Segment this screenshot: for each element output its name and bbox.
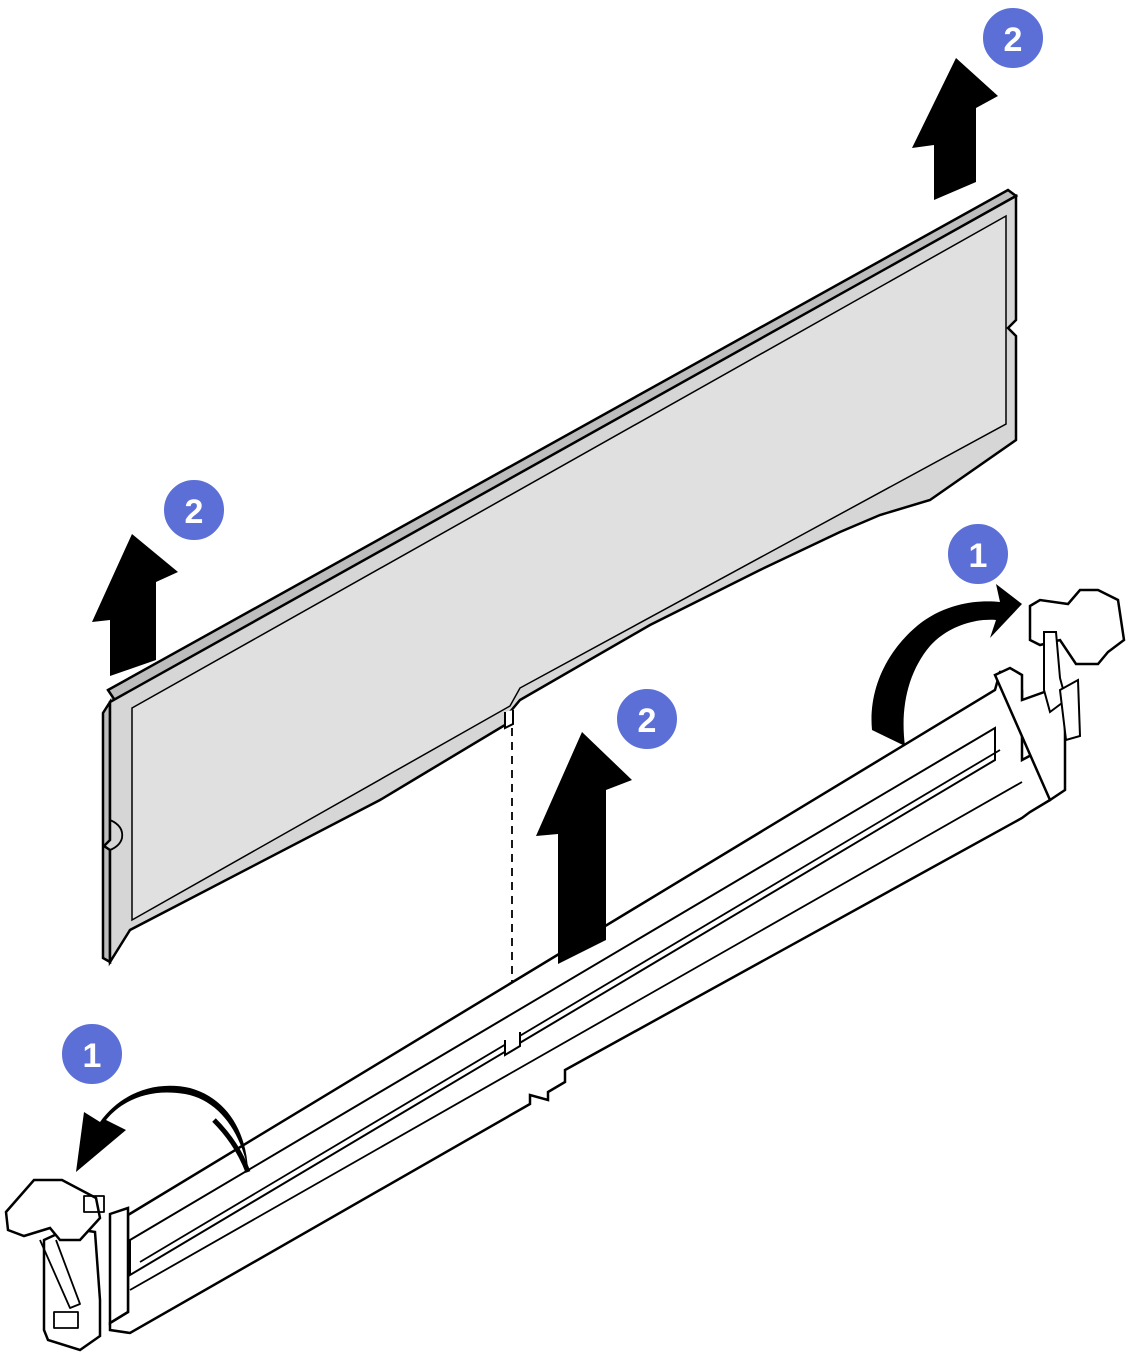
right-curved-arrow-icon [871, 584, 1022, 746]
slot-key [504, 1032, 521, 1057]
module-left-notch [109, 819, 124, 851]
slot-left-post [108, 1206, 130, 1326]
up-arrow-icon-center [536, 732, 632, 964]
left-curved-arrow-icon [76, 1085, 251, 1173]
svg-text:2: 2 [638, 702, 657, 740]
callout-step-1-right: 1 [946, 522, 1010, 586]
right-retaining-clip[interactable] [1028, 588, 1126, 742]
slot-groove-inner [139, 749, 1001, 1263]
svg-text:2: 2 [1004, 21, 1023, 59]
left-clip-body [42, 1226, 102, 1352]
up-arrow-icon-right [912, 58, 998, 200]
slot-groove-bottom [129, 781, 1023, 1291]
svg-text:1: 1 [83, 1037, 102, 1075]
up-arrow-icon-left [92, 534, 178, 676]
left-clip-tab [53, 1311, 79, 1329]
callout-step-2-center: 2 [615, 687, 679, 751]
left-retaining-clip[interactable] [4, 1178, 105, 1352]
right-clip-latch [1058, 678, 1082, 742]
left-clip-spring [83, 1195, 105, 1213]
left-clip-arm [39, 1239, 81, 1309]
callout-step-2-top: 2 [981, 6, 1045, 70]
left-clip-lever [4, 1178, 102, 1242]
svg-text:2: 2 [185, 493, 204, 531]
module-label-face [131, 214, 1007, 922]
module-key-notch [504, 710, 514, 730]
callout-step-1-left: 1 [60, 1022, 124, 1086]
svg-text:1: 1 [969, 537, 988, 575]
memory-module [101, 188, 1019, 967]
callout-step-2-left: 2 [162, 478, 226, 542]
